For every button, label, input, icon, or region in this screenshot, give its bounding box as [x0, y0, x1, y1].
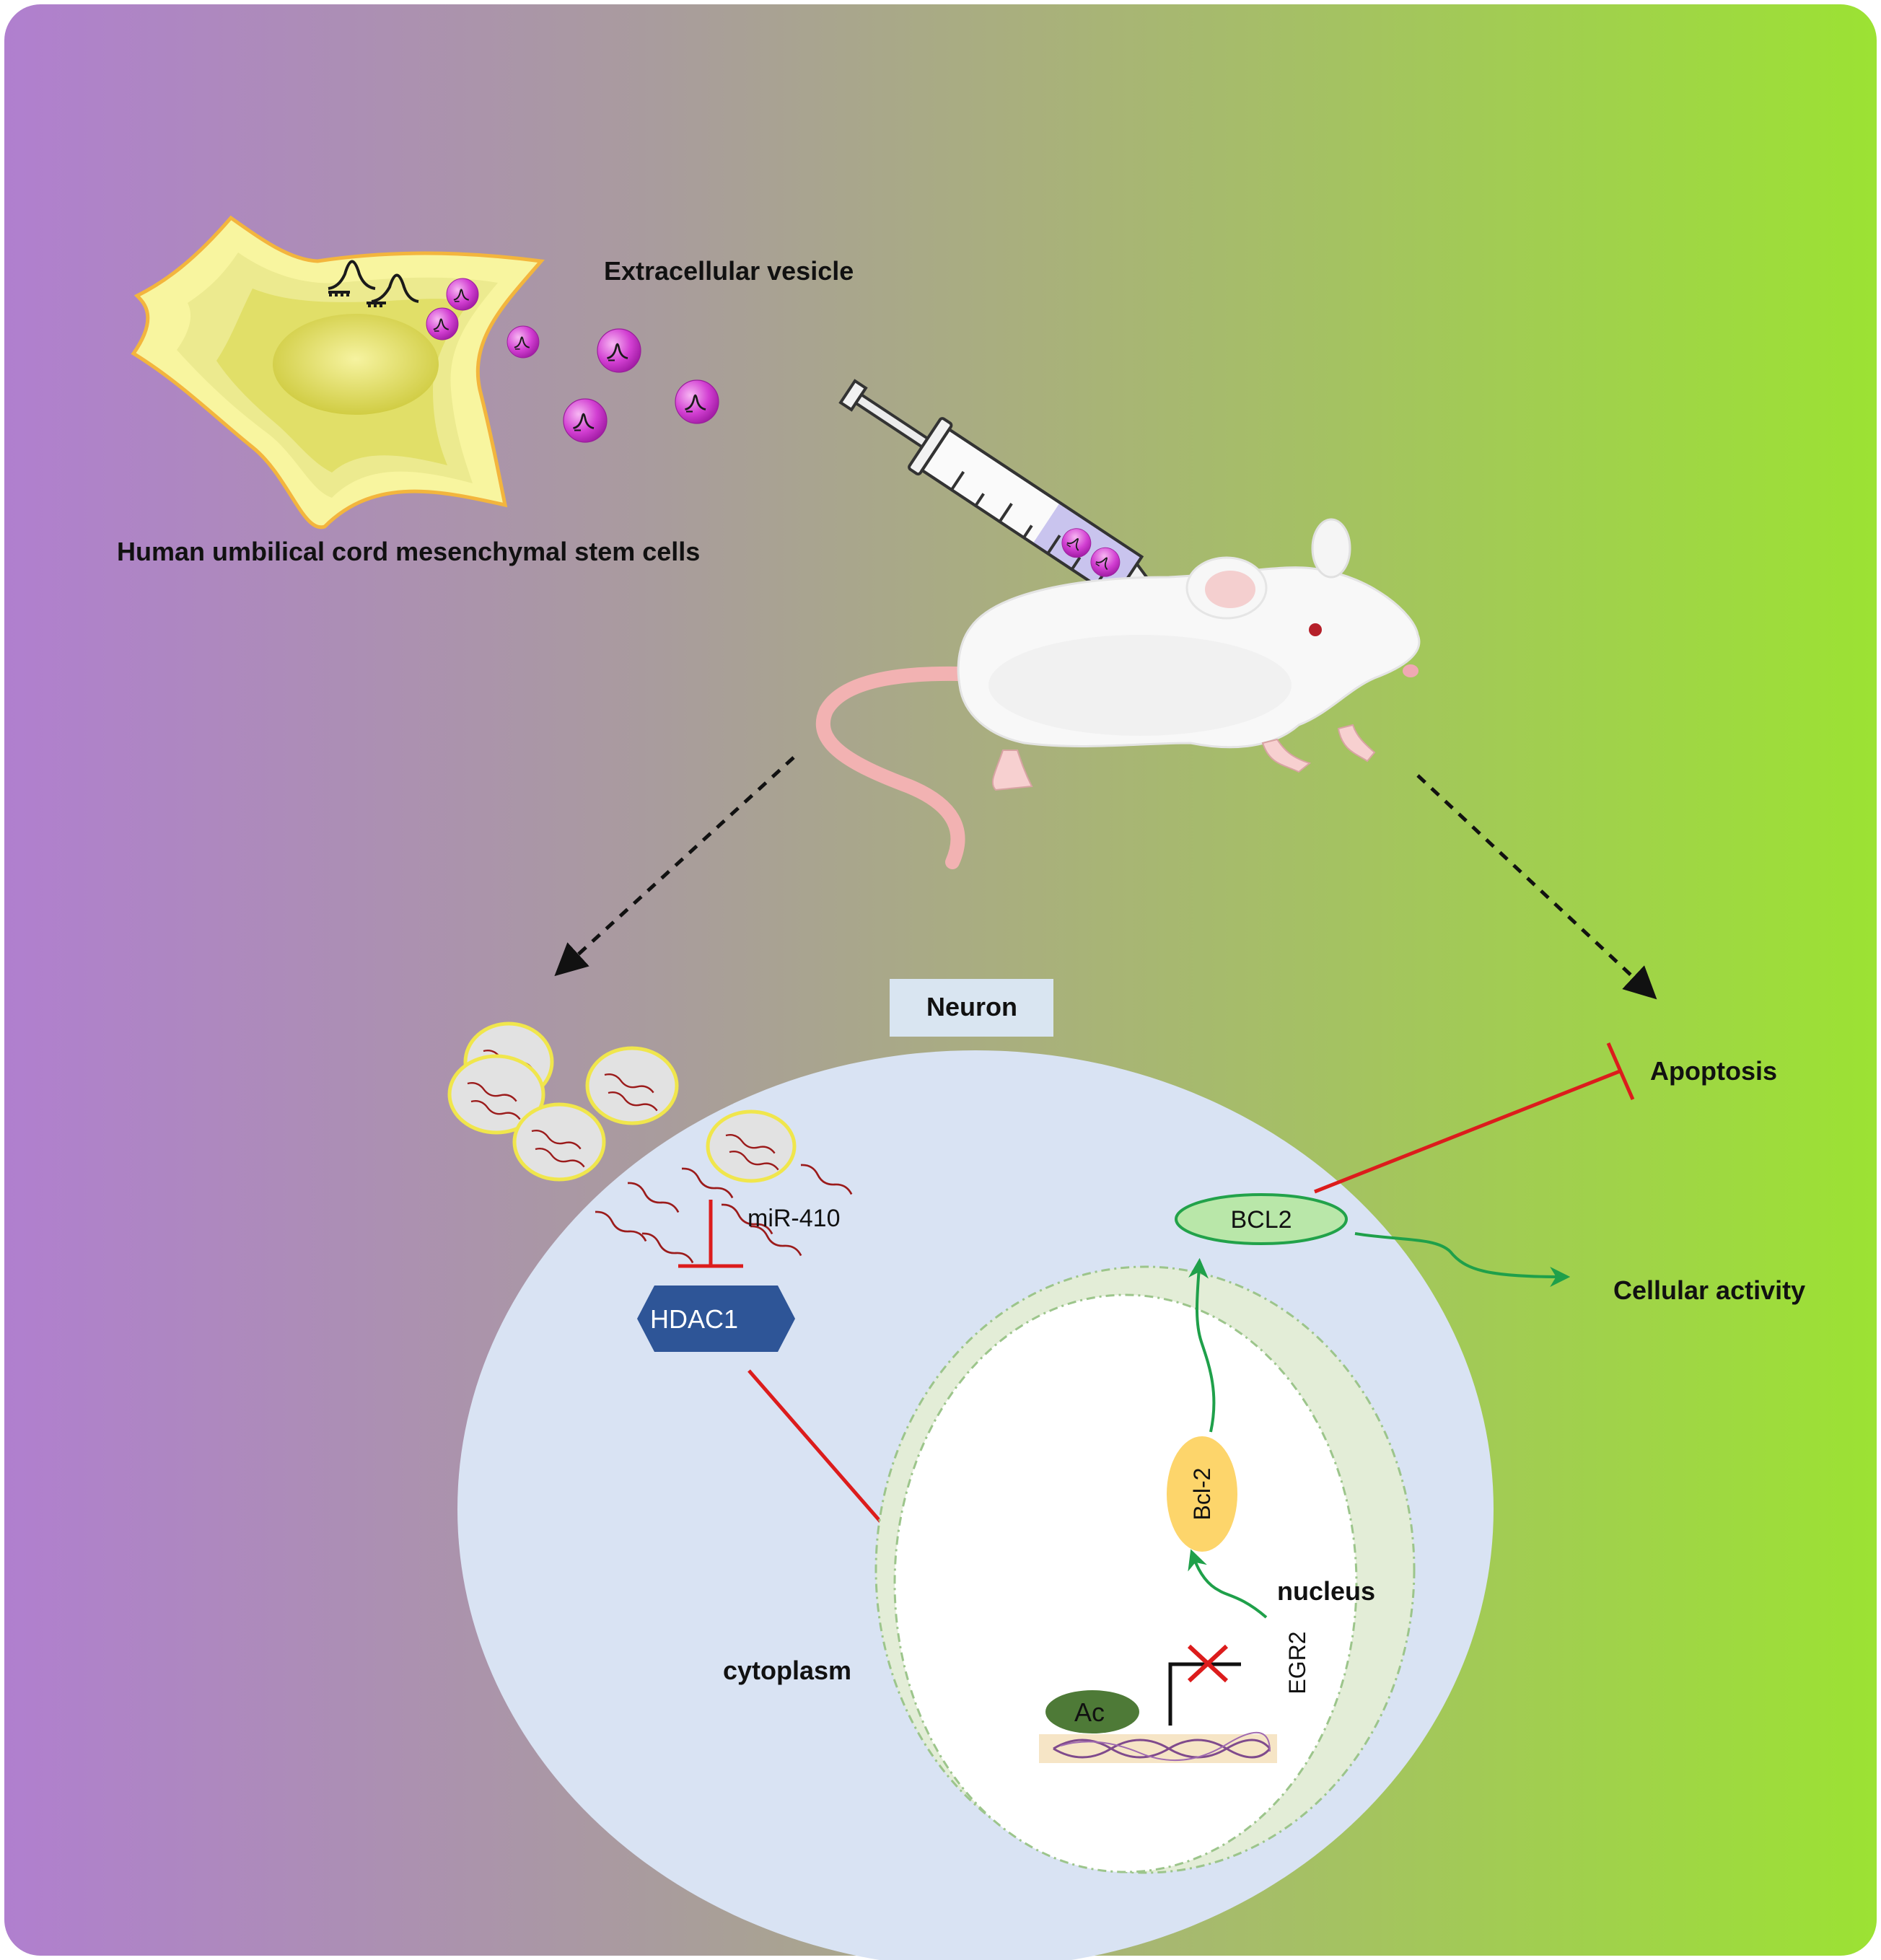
- stem-cells-label: Human umbilical cord mesenchymal stem ce…: [117, 537, 700, 566]
- vesicle: [596, 328, 642, 374]
- dna-helix: [1053, 1731, 1271, 1762]
- ac-node: [1045, 1690, 1139, 1733]
- bcl2-expression-arrow: [1188, 1257, 1216, 1433]
- vesicles-near-neuron: [447, 1021, 797, 1183]
- neuron-label: Neuron: [926, 992, 1017, 1021]
- neuron-label-box: [890, 979, 1053, 1037]
- stem-cell-rna-peaks: [328, 260, 419, 307]
- mouse-tail: [815, 666, 988, 869]
- transcription-start-site: [1168, 1662, 1241, 1726]
- egr2-label: EGR2: [1284, 1631, 1310, 1694]
- stem-cell: [131, 215, 545, 529]
- mouse-paws: [991, 724, 1376, 791]
- vesicle: [674, 379, 720, 425]
- mouse: [815, 518, 1421, 869]
- mir410-label: miR-410: [747, 1205, 840, 1232]
- bcl2-protein-label: BCL2: [1230, 1206, 1292, 1234]
- vesicle: [562, 397, 608, 444]
- vesicle: [507, 325, 540, 359]
- ac-label: Ac: [1074, 1697, 1105, 1727]
- bcl2-gene-node: [1167, 1436, 1237, 1552]
- mouse-ear-back: [1311, 518, 1351, 579]
- bcl2-gene-label: Bcl-2: [1189, 1468, 1215, 1521]
- mouse-nose: [1403, 664, 1419, 677]
- stem-cell-nucleus: [273, 314, 439, 415]
- vesicle: [426, 307, 459, 340]
- extracellular-vesicle-label: Extracellular vesicle: [604, 256, 854, 286]
- apoptosis-label: Apoptosis: [1650, 1056, 1777, 1086]
- hdac1-label: HDAC1: [650, 1304, 738, 1334]
- cellular-activity-label: Cellular activity: [1613, 1275, 1805, 1305]
- egr2-activates-bcl2-arrow: [1188, 1549, 1268, 1619]
- dashed-arrow-to-neuron: [554, 756, 795, 977]
- transcription-blocked-x: [1187, 1644, 1229, 1683]
- nucleus-label: nucleus: [1277, 1576, 1375, 1606]
- cytoplasm-label: cytoplasm: [723, 1656, 851, 1685]
- bcl2-protein-node: [1175, 1193, 1348, 1245]
- mir410-inhibits-hdac1: [678, 1200, 743, 1268]
- bcl2-promotes-cellular-activity: [1354, 1232, 1571, 1287]
- bcl2-inhibits-apoptosis: [1314, 1042, 1635, 1194]
- dashed-arrow-to-apoptosis: [1416, 774, 1657, 1000]
- vesicle: [446, 278, 479, 311]
- syringe: [838, 379, 1234, 648]
- hdac1-node: [637, 1286, 795, 1352]
- nucleus-interior: [893, 1293, 1358, 1873]
- mouse-eye: [1309, 623, 1322, 636]
